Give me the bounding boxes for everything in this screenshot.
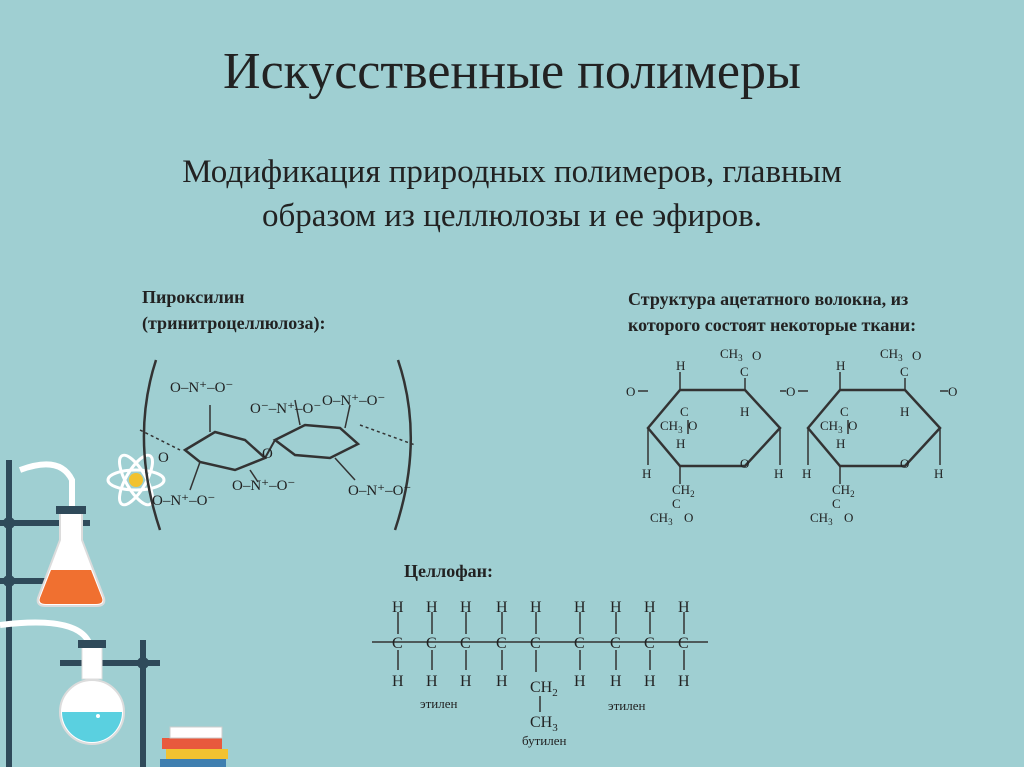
blue-flask-icon: [59, 640, 125, 745]
acetyl-oxygen: O: [752, 348, 761, 363]
chain-hydrogen-top: H: [530, 599, 542, 616]
side-oxygen: O: [688, 418, 697, 433]
ring-hydrogen: H: [836, 436, 845, 451]
ring-hydrogen: H: [642, 466, 651, 481]
books-icon: [160, 726, 228, 767]
side-ch2: CH2: [672, 482, 695, 499]
pyroxylin-group-6: O–N⁺–O⁻: [348, 483, 411, 499]
side-ch3: CH3: [660, 418, 683, 435]
pyroxylin-bridge-oxygen-left: O: [158, 450, 169, 466]
atom-icon: [106, 453, 166, 507]
chain-hydrogen-top: H: [610, 599, 622, 616]
ring-hydrogen: H: [836, 358, 845, 373]
ring-oxygen: O: [740, 456, 749, 471]
pyroxylin-group-5: O–N⁺–O⁻: [232, 478, 295, 494]
chain-carbon: C: [574, 635, 585, 652]
side-carbon: C: [840, 404, 849, 419]
ring-hydrogen: H: [740, 404, 749, 419]
cellophane-label: Целлофан:: [404, 561, 494, 581]
butylene-label: бутилен: [522, 733, 567, 748]
acetate-label: Структура ацетатного волокна, из которог…: [628, 286, 916, 338]
ester-ch3: CH3: [650, 510, 673, 527]
cellophane-ch2: CH2: [530, 679, 558, 699]
chain-hydrogen-bottom: H: [460, 673, 472, 690]
chain-hydrogen-top: H: [426, 599, 438, 616]
subtitle-line-1: Модификация природных полимеров, главным: [182, 154, 842, 190]
chain-hydrogen-top: H: [460, 599, 472, 616]
acetyl-carbon: C: [740, 364, 749, 379]
pyroxylin-group-4: O–N⁺–O⁻: [152, 493, 215, 509]
pyroxylin-label: Пироксилин (тринитроцеллюлоза):: [142, 284, 325, 336]
ester-carbon: C: [832, 496, 841, 511]
chain-hydrogen-top: H: [678, 599, 690, 616]
chain-carbon: C: [644, 635, 655, 652]
side-ch3: CH3: [820, 418, 843, 435]
chain-hydrogen-bottom: H: [496, 673, 508, 690]
pyroxylin-label-line-1: Пироксилин: [142, 287, 245, 307]
slide-subtitle: Модификация природных полимеров, главным…: [60, 150, 964, 238]
chain-hydrogen-top: H: [644, 599, 656, 616]
slide-title: Искусственные полимеры: [223, 43, 801, 100]
ester-carbon: C: [672, 496, 681, 511]
chain-carbon: C: [426, 635, 437, 652]
ethylene-label-right: этилен: [608, 698, 645, 713]
chain-oxygen-right: O: [948, 384, 957, 399]
chain-hydrogen-top: H: [392, 599, 404, 616]
ring-hydrogen: H: [900, 404, 909, 419]
chain-carbon: C: [460, 635, 471, 652]
ring-hydrogen: H: [676, 436, 685, 451]
side-ch2: CH2: [832, 482, 855, 499]
pyroxylin-bridge-oxygen-middle: O: [262, 446, 273, 462]
ester-oxygen: O: [844, 510, 853, 525]
chain-hydrogen-bottom: H: [610, 673, 622, 690]
acetyl-carbon: C: [900, 364, 909, 379]
pyroxylin-group-2: O⁻–N⁺–O⁻: [250, 401, 321, 417]
acetyl-ch3: CH3: [720, 346, 743, 363]
ester-oxygen: O: [684, 510, 693, 525]
ethylene-label-left: этилен: [420, 696, 457, 711]
ring-oxygen: O: [900, 456, 909, 471]
acetyl-ch3: CH3: [880, 346, 903, 363]
acetate-label-line-1: Структура ацетатного волокна, из: [628, 289, 909, 309]
chain-hydrogen-top: H: [496, 599, 508, 616]
subtitle-line-2: образом из целлюлозы и ее эфиров.: [261, 198, 763, 234]
chain-hydrogen-top: H: [574, 599, 586, 616]
pyroxylin-group-3: O–N⁺–O⁻: [322, 393, 385, 409]
chain-oxygen-left: O: [626, 384, 635, 399]
chain-hydrogen-bottom: H: [644, 673, 656, 690]
ring-hydrogen: H: [676, 358, 685, 373]
acetate-label-line-2: которого состоят некоторые ткани:: [628, 315, 917, 335]
chain-hydrogen-bottom: H: [426, 673, 438, 690]
pyroxylin-label-line-2: (тринитроцеллюлоза):: [142, 313, 326, 333]
chain-hydrogen-bottom: H: [392, 673, 404, 690]
chain-carbon: C: [678, 635, 689, 652]
chain-oxygen-middle: O: [786, 384, 795, 399]
side-carbon: C: [680, 404, 689, 419]
cellophane-chain: C H H C H H C H H C H H C H C H H C H H C H H C H H: [372, 599, 708, 690]
side-oxygen: O: [848, 418, 857, 433]
cellophane-ch3: CH3: [530, 714, 558, 734]
pyroxylin-group-1: O–N⁺–O⁻: [170, 380, 233, 396]
chain-carbon: C: [392, 635, 403, 652]
chain-hydrogen-bottom: H: [574, 673, 586, 690]
ring-hydrogen: H: [774, 466, 783, 481]
chain-carbon: C: [496, 635, 507, 652]
chain-carbon: C: [530, 635, 541, 652]
ester-ch3: CH3: [810, 510, 833, 527]
acetyl-oxygen: O: [912, 348, 921, 363]
chain-carbon: C: [610, 635, 621, 652]
ring-hydrogen: H: [802, 466, 811, 481]
orange-flask-icon: [36, 506, 106, 607]
ring-hydrogen: H: [934, 466, 943, 481]
chain-hydrogen-bottom: H: [678, 673, 690, 690]
